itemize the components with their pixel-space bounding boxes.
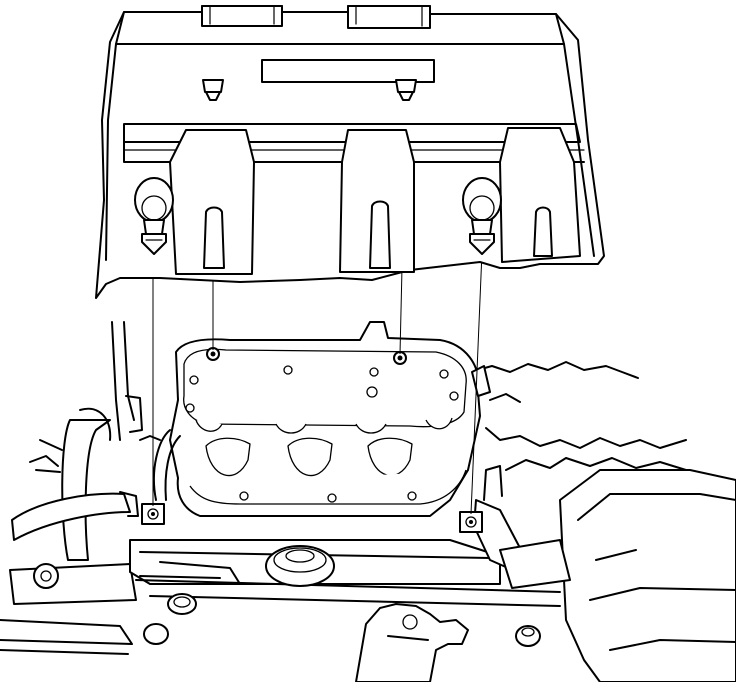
grommet-icon (134, 177, 174, 255)
mounting-bolt (141, 503, 483, 533)
mounting-pin-right (395, 79, 417, 101)
mounting-pin-left (202, 79, 224, 101)
intake-manifold (152, 321, 491, 517)
grommet-icon (462, 177, 502, 255)
engine-bay-background (0, 321, 736, 682)
engine-cover (95, 5, 605, 299)
